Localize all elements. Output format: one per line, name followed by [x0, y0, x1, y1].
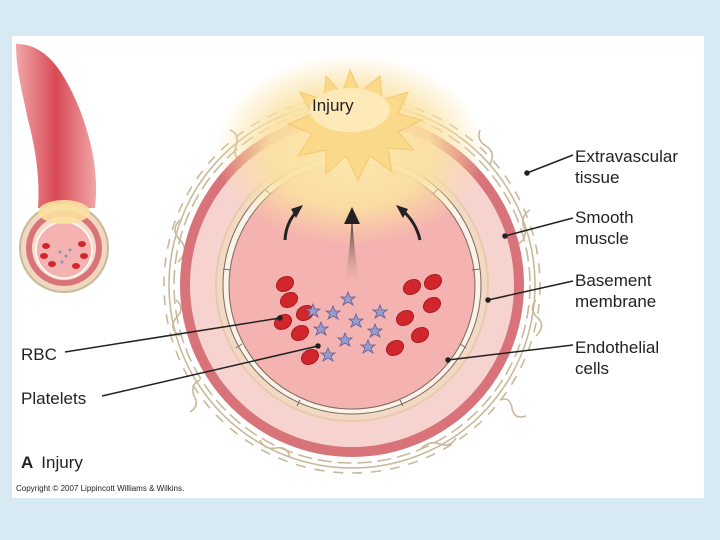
caption-letter: A — [21, 453, 34, 472]
label-line: muscle — [575, 229, 629, 248]
rbc-icon — [273, 273, 443, 366]
label-line: Basement — [575, 271, 652, 290]
inset-vessel — [16, 44, 109, 293]
injury-burst — [215, 55, 485, 245]
label-line: Endothelial — [575, 338, 660, 357]
figure-caption: A Injury — [21, 453, 83, 473]
label-smooth-muscle: Smooth muscle — [575, 207, 634, 249]
label-rbc: RBC — [21, 345, 57, 364]
copyright-notice: Copyright © 2007 Lippincott Williams & W… — [16, 484, 185, 493]
label-line: Smooth — [575, 208, 634, 227]
label-endothelial-cells: Endothelial cells — [575, 337, 659, 379]
label-line: tissue — [575, 168, 620, 187]
label-line: Extravascular — [575, 147, 678, 166]
label-line: cells — [575, 359, 610, 378]
label-extravascular-tissue: Extravascular tissue — [575, 146, 678, 188]
arrow-icon — [283, 205, 422, 290]
leader-lines — [64, 154, 574, 397]
label-platelets: Platelets — [21, 389, 87, 408]
injury-label: Injury — [312, 96, 354, 115]
caption-text: Injury — [41, 453, 83, 472]
label-line: membrane — [575, 292, 657, 311]
label-basement-membrane: Basement membrane — [575, 270, 656, 312]
platelet-icon — [304, 290, 389, 362]
